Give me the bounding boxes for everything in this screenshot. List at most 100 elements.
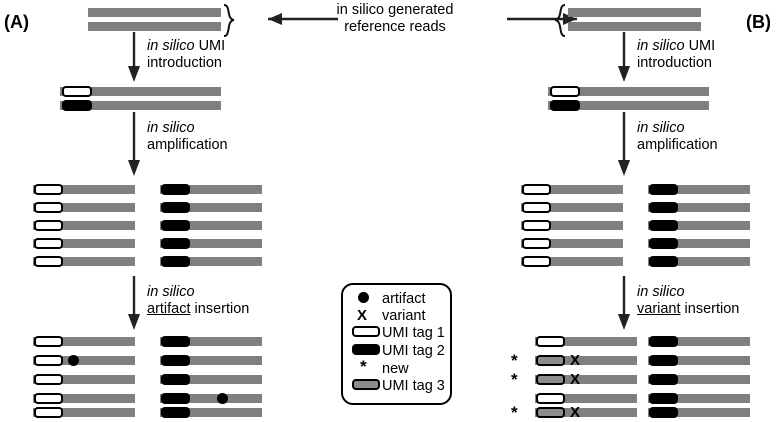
amp-read-a-l2: [33, 203, 135, 212]
var-tag-b-l4: [536, 393, 565, 404]
source-line2: reference reads: [344, 19, 446, 35]
art-tag-a-l1: [34, 336, 63, 347]
arrow-variant-b: [618, 276, 630, 330]
amp-read-a-r3: [160, 221, 262, 230]
legend-variant-icon: X: [357, 307, 368, 324]
amp-read-a-l4: [33, 239, 135, 248]
arrow-umi-intro-a: [128, 32, 140, 82]
amp-read-a-l5: [33, 257, 135, 266]
art-tag-a-l4: [34, 393, 63, 404]
legend-umi-tag-2-label: UMI tag 2: [382, 343, 445, 359]
reference-read-b-1: [568, 8, 701, 17]
variant-underline-b: variant: [637, 301, 681, 317]
art-read-a-l1: [33, 337, 135, 346]
amp-read-a-r5: [160, 257, 262, 266]
variant-italic-b: in silico: [637, 284, 685, 300]
legend-new-label: new: [382, 361, 409, 377]
amp-tag-a-r3: [161, 220, 190, 231]
art-tag-a-r5: [161, 407, 190, 418]
umi-intro-line2-b: introduction: [637, 55, 712, 71]
legend-artifact-label: artifact: [382, 291, 426, 307]
artifact-rest-a: insertion: [190, 301, 250, 317]
arrow-to-panel-b: [507, 13, 577, 25]
amp-line2-b: amplification: [637, 137, 718, 153]
art-tag-a-r1: [161, 336, 190, 347]
amp-tag-b-r3: [649, 220, 678, 231]
amp-read-b-l2: [521, 203, 623, 212]
amp-tag-b-r5: [649, 256, 678, 267]
art-read-a-r1: [160, 337, 262, 346]
reference-read-a-2: [88, 22, 221, 31]
art-read-a-l3: [33, 375, 135, 384]
var-read-b-r2: [648, 356, 750, 365]
amp-read-a-l3: [33, 221, 135, 230]
step-label-umi-intro-a: in silico UMI introduction: [147, 38, 225, 72]
amp-read-b-r1: [648, 185, 750, 194]
umi-tag-b-1: [550, 86, 580, 97]
art-read-a-r5: [160, 408, 262, 417]
amp-tag-b-r2: [649, 202, 678, 213]
var-tag-b-r5: [649, 407, 678, 418]
umi-intro-line2-a: introduction: [147, 55, 222, 71]
amp-tag-b-l2: [522, 202, 551, 213]
amp-tag-a-l2: [34, 202, 63, 213]
legend-umi-tag-3-icon: [352, 379, 380, 390]
variant-rest-b: insertion: [680, 301, 740, 317]
var-tag-b-l1: [536, 336, 565, 347]
var-read-b-l5: [535, 408, 637, 417]
amp-italic-a: in silico: [147, 120, 195, 136]
panel-label-b: (B): [746, 12, 771, 32]
art-read-a-r3: [160, 375, 262, 384]
legend-variant-label: variant: [382, 308, 426, 324]
art-tag-a-l3: [34, 374, 63, 385]
source-rest: generated: [384, 2, 454, 18]
amp-read-b-l5: [521, 257, 623, 266]
step-label-artifact-a: in silico artifact insertion: [147, 284, 249, 318]
umi-intro-italic-b: in silico: [637, 38, 685, 54]
art-tag-a-l5: [34, 407, 63, 418]
umi-read-a-2-bar: [60, 101, 221, 110]
art-tag-a-l2: [34, 355, 63, 366]
legend-new-icon: *: [360, 357, 367, 376]
var-read-b-l4: [535, 394, 637, 403]
var-read-b-r1: [648, 337, 750, 346]
amp-tag-a-l3: [34, 220, 63, 231]
var-tag-b-r1: [649, 336, 678, 347]
arrow-to-panel-a: [268, 13, 338, 25]
step-label-variant-b: in silico variant insertion: [637, 284, 739, 318]
brace-b: [554, 4, 566, 37]
umi-read-b-2-bar: [548, 101, 709, 110]
arrow-amplification-a: [128, 112, 140, 176]
art-read-a-r2: [160, 356, 262, 365]
amp-tag-a-r2: [161, 202, 190, 213]
var-tag-b-l3: [536, 374, 565, 385]
umi-intro-italic-a: in silico: [147, 38, 195, 54]
variant-marker-b-l3: X: [570, 371, 581, 388]
amp-read-a-r2: [160, 203, 262, 212]
var-tag-b-r4: [649, 393, 678, 404]
umi-read-b-1-bar: [548, 87, 709, 96]
umi-tag-a-1: [62, 86, 92, 97]
amp-read-b-r4: [648, 239, 750, 248]
amp-tag-a-l4: [34, 238, 63, 249]
step-label-umi-intro-b: in silico UMI introduction: [637, 38, 715, 72]
new-marker-b-l3: *: [511, 370, 518, 389]
var-tag-b-r3: [649, 374, 678, 385]
var-read-b-l2: [535, 356, 637, 365]
reference-read-b-2: [568, 22, 701, 31]
artifact-underline-a: artifact: [147, 301, 191, 317]
amp-tag-a-l5: [34, 256, 63, 267]
amp-tag-b-l5: [522, 256, 551, 267]
art-tag-a-r4: [161, 393, 190, 404]
var-read-b-r4: [648, 394, 750, 403]
artifact-marker-a-l2: [68, 355, 79, 366]
source-italic: in silico: [336, 2, 385, 18]
amp-line2-a: amplification: [147, 137, 228, 153]
legend-umi-tag-2-icon: [352, 344, 380, 355]
var-tag-b-r2: [649, 355, 678, 366]
arrow-umi-intro-b: [618, 32, 630, 82]
artifact-marker-a-r4: [217, 393, 228, 404]
umi-intro-rest-b: UMI: [684, 38, 716, 54]
amp-read-b-l1: [521, 185, 623, 194]
